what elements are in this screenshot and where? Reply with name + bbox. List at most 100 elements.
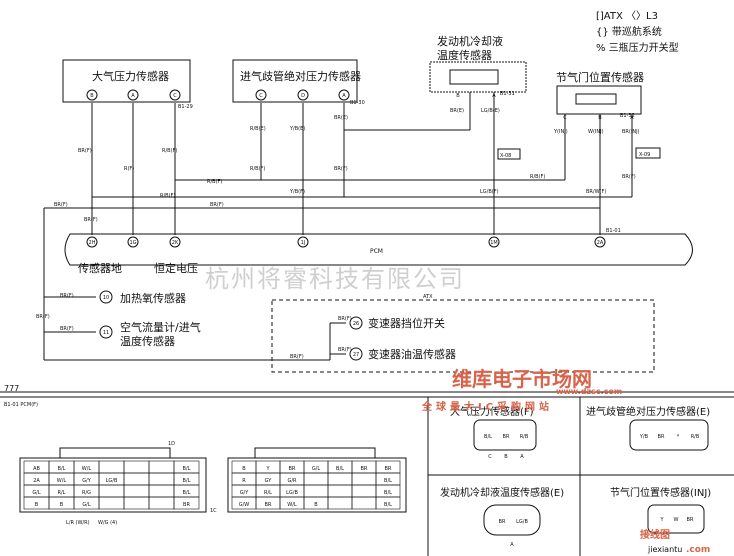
map-sensor-title: 进气歧管绝对压力传感器 — [240, 69, 361, 83]
pinout-cell — [173, 496, 200, 510]
wire-r-b-f-2: R/B(F) — [250, 166, 265, 172]
cv-ect-letter: A — [510, 542, 514, 548]
pinout-cell — [98, 460, 125, 474]
map-pin-c: C — [259, 93, 263, 99]
cv-baro-pin-1: B/L — [484, 434, 492, 440]
pinout-cell — [148, 472, 175, 486]
conn-b1-32: B1-32 — [620, 113, 635, 119]
pinout-label: B/L — [384, 490, 392, 496]
pcm-pin-1g: 1G — [129, 240, 136, 246]
pinout-label: G/W — [239, 502, 250, 508]
cv-tps-title: 节气门位置传感器(INJ) — [610, 486, 711, 499]
pinout-cell — [303, 472, 329, 486]
tps-pin-a: A — [630, 115, 634, 121]
baro-pin-b: B — [90, 93, 94, 99]
conn-x-08: X-08 — [500, 153, 511, 159]
cv-map-title: 进气歧管绝对压力传感器(E) — [586, 405, 710, 418]
watermark-footer-brand: 接线图 — [640, 528, 670, 541]
pinout-label: G/L — [312, 466, 321, 472]
wire-r-b-f-3: R/B(F) — [207, 179, 222, 185]
pcm-pin-1m: 1M — [490, 240, 498, 246]
pinout-label: B — [314, 502, 318, 508]
pinout-label: B/L — [183, 478, 191, 484]
atx-box — [271, 299, 655, 373]
conn-pcm-full: B1-01 PCM(F) — [4, 402, 38, 408]
conn-b1-31: B1-31 — [500, 91, 515, 97]
pinout-label: GY — [265, 478, 273, 484]
cv-baro-pin-2: BR — [503, 434, 510, 440]
pinout-cell — [98, 484, 125, 498]
pinout-label: BR — [289, 466, 296, 472]
label-trans-range: 变速器挡位开关 — [368, 316, 445, 330]
pinout-label: R — [242, 478, 246, 484]
legend-pressure: % 三瓶压力开关型 — [596, 41, 679, 54]
ect-pin-a: A — [492, 93, 496, 99]
wire-y-b-e: Y/B(E) — [289, 126, 305, 132]
pinout-1c: 1C — [210, 508, 217, 514]
pinout-label: W/L — [57, 478, 67, 484]
conn-b1-30: B1-30 — [350, 100, 365, 106]
pcm-label: PCM — [370, 248, 383, 255]
conn-x-09: X-09 — [639, 152, 650, 158]
wire-lg-b-e: LG/B(E) — [481, 108, 500, 114]
pinout-cell — [327, 496, 353, 510]
pinout-cell — [327, 484, 353, 498]
pinout-label: B/L — [183, 466, 191, 472]
ect-title-1: 发动机冷却液 — [437, 34, 503, 48]
wire-w-inj: W(INJ) — [588, 129, 604, 135]
pinout-cell — [148, 484, 175, 498]
wire-br-f-12: BR(F) — [338, 347, 352, 353]
pcm-pin-2a: 2A — [597, 240, 604, 246]
pinout-cell — [351, 496, 377, 510]
pinout-bottom-left: L/R (W/R) — [66, 520, 90, 526]
pinout-cell — [148, 496, 175, 510]
cv-map-pin-3: * — [677, 434, 680, 440]
pinout-label: R/L — [58, 490, 66, 496]
conn-b1-01: B1-01 — [606, 228, 621, 234]
baro-pin-a: A — [131, 93, 135, 99]
wire-br-f-1: BR(F) — [78, 148, 92, 154]
watermark-brand-url: www.dzsc.com — [556, 387, 622, 396]
pinout-cell — [123, 472, 150, 486]
thermistor-symbol — [449, 69, 499, 85]
ect-title-2: 温度传感器 — [437, 48, 492, 62]
label-const-voltage: 恒定电压 — [154, 261, 198, 275]
tps-pin-c: C — [563, 115, 567, 121]
pinout-cell — [375, 496, 401, 510]
baro-sensor-title: 大气压力传感器 — [92, 69, 169, 83]
pinout-label: B/L — [384, 478, 392, 484]
label-trans-fluid: 变速器油温传感器 — [368, 347, 456, 361]
pcm-pin-10: 10 — [103, 295, 109, 301]
wire-br-f-4: BR(F) — [54, 202, 68, 208]
pinout-label: G/L — [82, 502, 91, 508]
pinout-label: B — [60, 502, 64, 508]
wire-br-f-7: BR(F) — [60, 293, 74, 299]
wire-br-f-8: BR(F) — [36, 314, 50, 320]
cv-ect-pin-2: LG/B — [516, 519, 528, 525]
pcm-block — [64, 233, 693, 266]
cv-ect-pin-1: BR — [499, 519, 506, 525]
pinout-label: G/Y — [240, 490, 250, 496]
label-atx: ATX — [423, 294, 433, 300]
tps-title: 节气门位置传感器 — [556, 70, 644, 84]
pinout-bottom-mid: W/G (4) — [98, 520, 117, 526]
pinout-label: B — [242, 466, 246, 472]
potentiometer-symbol — [575, 93, 617, 105]
pinout-label: 2A — [33, 478, 40, 484]
tps-sensor-box — [556, 85, 642, 115]
pinout-label: W/L — [287, 502, 297, 508]
wire-r-b-f-5: R/B(F) — [160, 193, 175, 199]
pinout-cell — [123, 484, 150, 498]
cv-tps-pin-3: BR — [687, 517, 694, 523]
pinout-1d: 1D — [168, 441, 175, 447]
cv-letter-c: C — [488, 454, 492, 460]
label-maf-2: 温度传感器 — [120, 334, 175, 348]
pinout-cell — [98, 496, 125, 510]
pinout-label: BR — [183, 502, 190, 508]
pinout-label: B/L — [336, 466, 344, 472]
tps-pin-b: B — [598, 115, 602, 121]
pcm-pin-27: 27 — [353, 352, 359, 358]
pinout-label: G/Y — [82, 478, 92, 484]
